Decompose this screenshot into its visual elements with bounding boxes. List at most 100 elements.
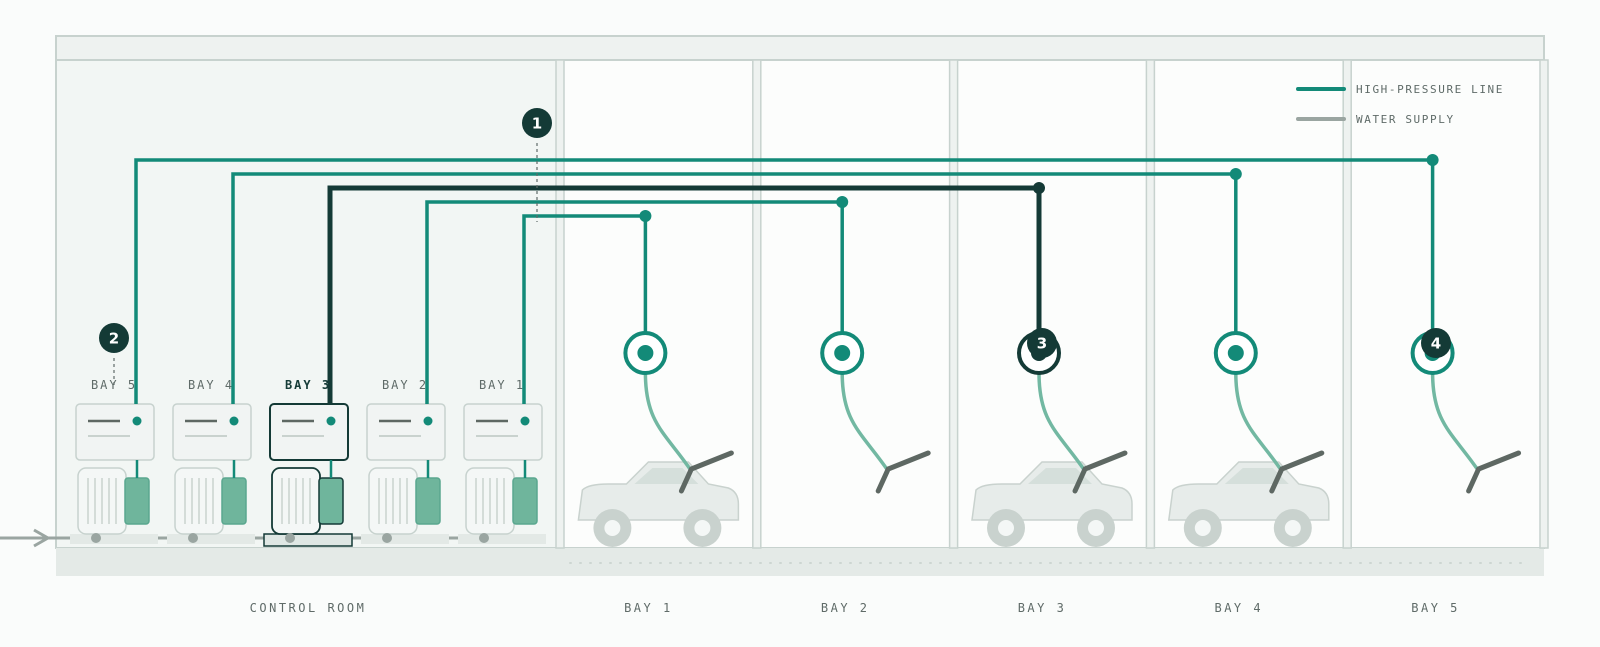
bay-label: BAY 2 (821, 601, 870, 615)
car-hub (1284, 520, 1301, 536)
supply-junction (91, 533, 101, 543)
reel-hub (637, 345, 654, 361)
wash-area (559, 59, 1545, 549)
pump-units: BAY 5 BAY 4 BAY 3 BAY 2 BAY 1 (70, 378, 546, 547)
bay-label: BAY 3 (1018, 601, 1067, 615)
bay-divider (1539, 59, 1549, 549)
callout-badge (1421, 328, 1451, 358)
unit-label: BAY 1 (479, 378, 525, 392)
wash-station (820, 331, 931, 494)
pipe-elbow (1426, 154, 1439, 166)
car-hub (604, 520, 621, 536)
supply-junction (285, 533, 295, 543)
control-box (463, 403, 543, 461)
car-window (634, 468, 699, 484)
bay-divider (1342, 59, 1352, 549)
spray-wand-icon (1072, 450, 1128, 494)
unit-label: BAY 3 (285, 378, 331, 392)
pipe-elbow (836, 196, 849, 208)
high-pressure-pipe (522, 214, 648, 404)
car-window (1224, 468, 1289, 484)
pump-motor (124, 477, 150, 525)
callout-2: 2 (99, 323, 129, 385)
status-led-icon (132, 416, 142, 426)
hose (840, 372, 890, 472)
car-window (1028, 468, 1092, 484)
spray-wand-icon (875, 450, 931, 494)
callout-badge (99, 323, 129, 353)
pump-motor (415, 477, 441, 525)
unit-base (70, 534, 158, 544)
supply-junction (188, 533, 198, 543)
pipe-elbow (639, 210, 652, 222)
bay-divider (948, 59, 959, 549)
bay-label: BAY 5 (1411, 601, 1460, 615)
reel-hub (1227, 345, 1244, 361)
unit-base (263, 533, 353, 547)
car-hub (1194, 520, 1211, 536)
control-box (366, 403, 446, 461)
supply-junction (479, 533, 489, 543)
hose (1037, 372, 1087, 472)
high-pressure-lines (134, 154, 1439, 404)
unit-label: BAY 4 (188, 378, 234, 392)
wash-station (1213, 331, 1325, 494)
control-box (172, 403, 252, 461)
unit-label: BAY 5 (91, 378, 137, 392)
high-pressure-pipe (134, 158, 1435, 404)
high-pressure-pipe (327, 185, 1042, 404)
status-led-icon (520, 416, 530, 426)
reel-hub (834, 345, 851, 361)
car-hub (1088, 520, 1104, 536)
callout-3: 3 (1027, 328, 1057, 358)
pump-motor (318, 477, 344, 525)
car (577, 461, 740, 547)
legend-label-high-pressure: HIGH-PRESSURE LINE (1356, 83, 1504, 96)
hose (1234, 372, 1284, 472)
control-box (75, 403, 155, 461)
unit-base (167, 534, 255, 544)
callout-badges: 1 2 3 4 (99, 108, 1451, 385)
control-room-label: CONTROL ROOM (250, 601, 367, 615)
unit-base (361, 534, 449, 544)
status-led-icon (326, 416, 336, 426)
callout-badge (1027, 328, 1057, 358)
callout-number: 2 (109, 330, 119, 348)
legend-label-water-supply: WATER SUPPLY (1356, 113, 1455, 126)
pump-unit: BAY 4 (167, 378, 255, 544)
unit-label: BAY 2 (382, 378, 428, 392)
hose (1430, 372, 1481, 472)
bay-label: BAY 1 (624, 601, 673, 615)
pipe-elbow (1229, 168, 1242, 180)
pump-motor (512, 477, 538, 525)
callout-number: 3 (1037, 335, 1047, 353)
wash-station (623, 331, 734, 494)
unit-base (458, 534, 546, 544)
bay-divider (555, 59, 565, 549)
spray-wand-icon (1269, 450, 1325, 494)
pump-unit: BAY 5 (70, 378, 158, 544)
legend: HIGH-PRESSURE LINE WATER SUPPLY (1296, 83, 1504, 126)
car-body (577, 461, 740, 521)
hose (643, 372, 693, 472)
pipe-elbow (1033, 182, 1045, 194)
roof (55, 35, 1545, 61)
callout-1: 1 (522, 108, 552, 222)
pump-unit: BAY 2 (361, 378, 449, 544)
spray-wand-icon (678, 450, 734, 494)
high-pressure-pipe (231, 172, 1238, 404)
callout-badge (522, 108, 552, 138)
pump-unit: BAY 1 (458, 378, 546, 544)
callout-4: 4 (1421, 328, 1451, 358)
status-led-icon (423, 416, 433, 426)
car-hub (694, 520, 711, 536)
control-room-area (55, 59, 561, 549)
callout-number: 4 (1431, 335, 1441, 353)
supply-junction (382, 533, 392, 543)
bay-divider (752, 59, 762, 549)
car-body (1167, 461, 1330, 521)
supply-inlet-arrow-icon (33, 528, 50, 548)
control-box (269, 403, 349, 461)
car-hub (998, 520, 1014, 536)
car (971, 461, 1133, 547)
